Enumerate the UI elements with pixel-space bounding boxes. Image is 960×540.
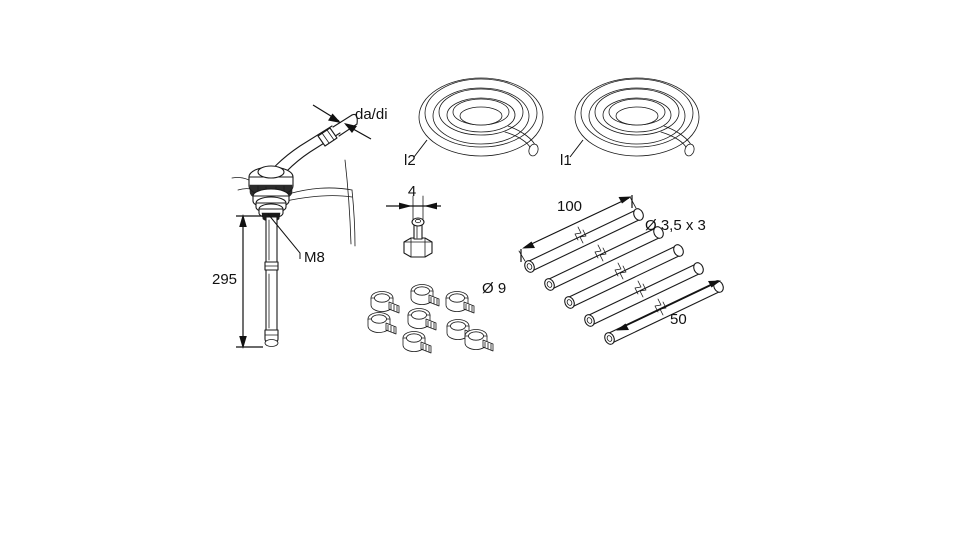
hose-clamp-set: Ø 9 — [367, 280, 506, 354]
tube-spec-label: Ø 3,5 x 3 — [645, 217, 706, 234]
dimension-4 — [386, 202, 441, 210]
hose-clamp — [367, 312, 397, 335]
dimension-da-di-label: da/di — [355, 106, 388, 123]
coil-l1-label: l1 — [560, 152, 572, 169]
dimension-4-label: 4 — [408, 183, 416, 200]
dimension-100 — [518, 195, 637, 262]
dimension-50 — [616, 280, 721, 331]
dimension-da-di — [312, 104, 372, 140]
coil-l2-label: l2 — [404, 152, 416, 169]
hose-clamp — [445, 291, 475, 314]
arrowhead-down — [239, 336, 247, 349]
clamp-diameter-label: Ø 9 — [482, 280, 506, 297]
arrowhead-50-right — [708, 280, 721, 288]
dimension-100-label: 100 — [557, 198, 582, 215]
drain-valve-assembly: M8 295 da/di — [212, 104, 388, 349]
hose-clamp — [407, 308, 437, 331]
hose-clamp — [402, 331, 432, 354]
tube — [544, 226, 664, 291]
m8-label: M8 — [304, 249, 325, 266]
arrowhead-dadi-2 — [344, 123, 357, 133]
arrowhead-4-left — [399, 202, 412, 210]
tube — [564, 244, 684, 309]
arrowhead-up — [239, 214, 247, 227]
dimension-50-label: 50 — [670, 311, 687, 328]
arrowhead-dadi-1 — [328, 113, 341, 123]
arrowhead-100-right — [618, 196, 632, 204]
dimension-295 — [236, 214, 263, 349]
arrowhead-100-left — [522, 241, 535, 249]
hose-clamp — [410, 284, 440, 307]
coiled-hose-l1: l1 — [560, 77, 700, 169]
tube-set: 100 Ø 3,5 x 3 50 — [518, 195, 724, 345]
hose-clamp — [370, 291, 400, 314]
tube — [584, 262, 704, 327]
nipple-screw: 4 — [386, 183, 441, 258]
coiled-hose-l2: l2 — [404, 77, 544, 169]
dimension-295-label: 295 — [212, 271, 237, 288]
valve-rod — [264, 216, 279, 347]
hose-clamp — [464, 329, 494, 352]
arrowhead-50-left — [616, 323, 629, 331]
m8-leader — [267, 213, 301, 259]
tube — [604, 280, 724, 345]
arrowhead-4-right — [424, 202, 437, 210]
tube — [524, 208, 644, 273]
